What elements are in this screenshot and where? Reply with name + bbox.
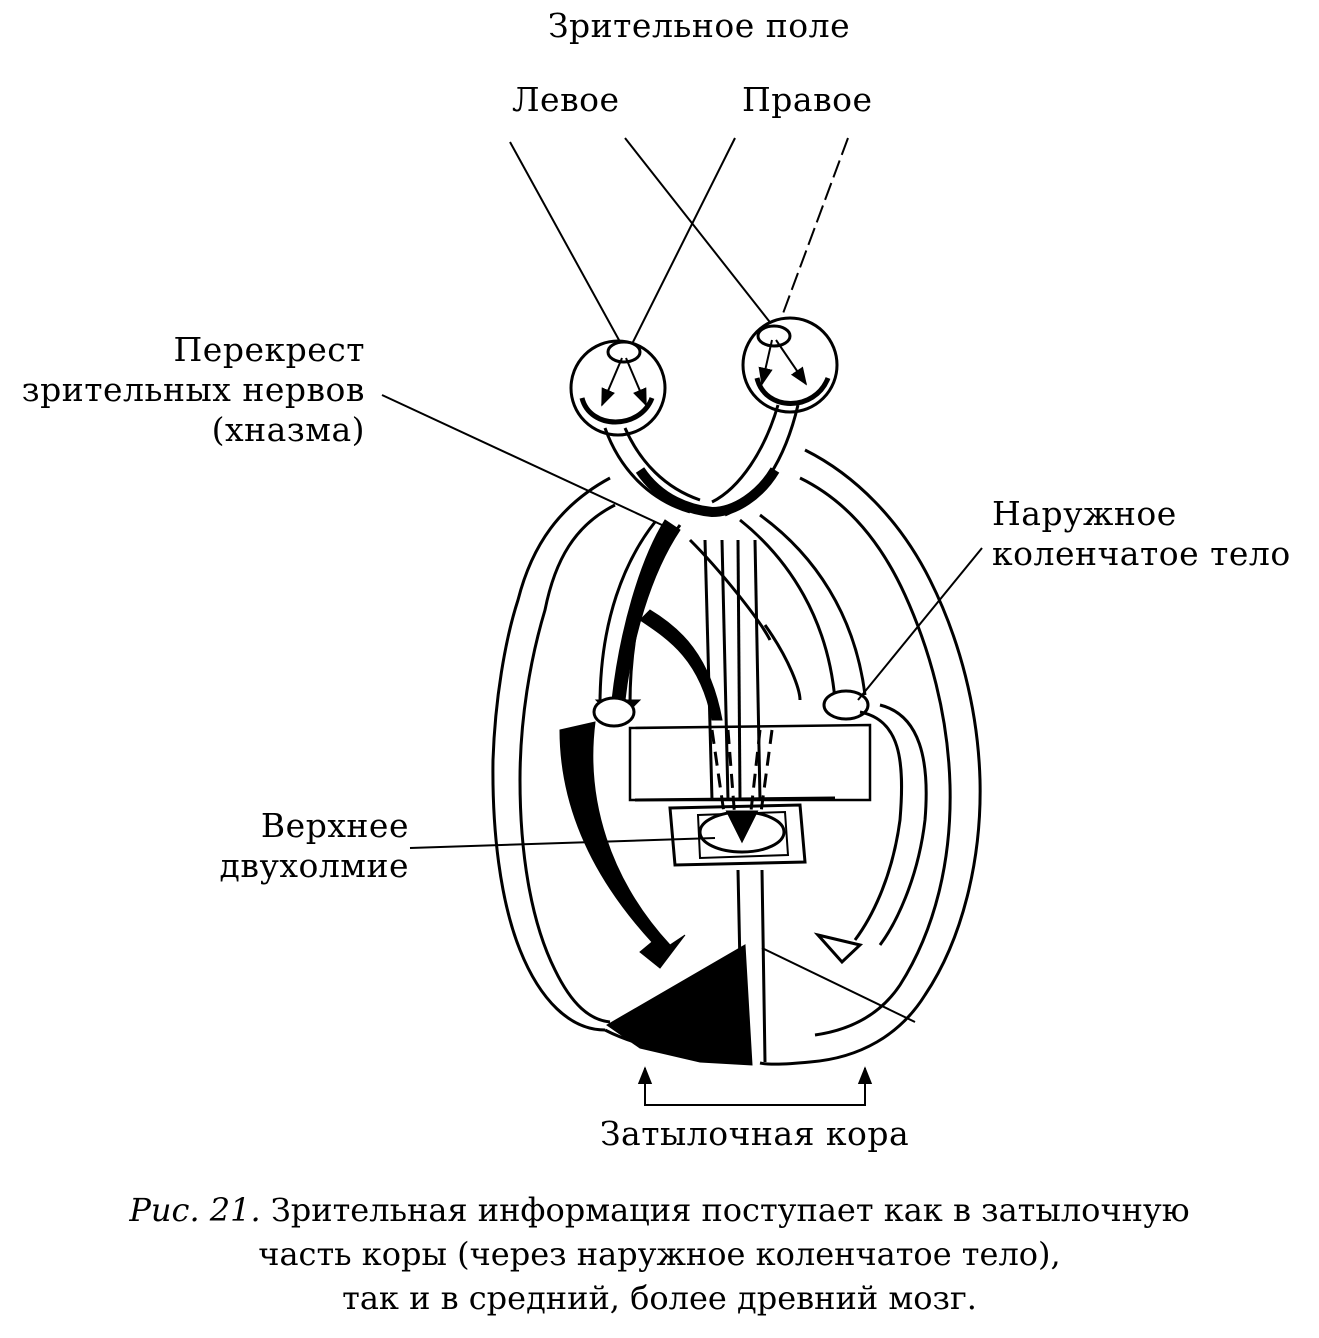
retina-arrows	[601, 339, 808, 407]
eyes	[569, 316, 839, 437]
colliculus-dashed	[710, 729, 774, 821]
chiasm-dark-band	[635, 467, 780, 518]
lgn-leader	[857, 547, 983, 701]
ray-left-to-left-eye	[509, 141, 631, 361]
optic-tracts	[598, 513, 867, 801]
ray-left-to-right-eye	[624, 137, 781, 336]
left-lgn	[592, 696, 636, 728]
occipital-cortex-label: Затылочная кора	[600, 1114, 910, 1153]
left-hemisphere-inner	[518, 503, 616, 1024]
chiasm-label-line2: зрительных нервов	[21, 370, 365, 409]
optic-nerves	[603, 404, 800, 518]
occipital-arrowheads	[637, 1066, 873, 1090]
visual-field-title: Зрительное поле	[548, 6, 851, 45]
figure-caption: Рис. 21. Зрительная информация поступает…	[40, 1188, 1279, 1320]
left-lens	[606, 340, 642, 364]
right-radiation	[813, 703, 928, 965]
dark-tract-to-left-lgn	[611, 519, 681, 701]
left-field-label: Левое	[512, 80, 620, 119]
colliculus-label-line1: Верхнее	[260, 806, 409, 845]
lgn	[592, 689, 870, 728]
colliculus-leader	[409, 837, 716, 849]
lgn-label-line1: Наружное	[992, 494, 1177, 533]
superior-colliculus	[698, 810, 786, 854]
caption-line-3: так и в средний, более древний мозг.	[342, 1279, 977, 1317]
ray-right-to-left-eye	[624, 137, 736, 359]
caption-line-1-text: Зрительная информация поступает как в за…	[260, 1191, 1190, 1229]
lgn-label-line2: коленчатое тело	[992, 534, 1291, 573]
right-hemisphere-outer	[759, 448, 982, 1066]
ray-right-to-right-eye	[774, 137, 849, 336]
chiasm-label-line1: Перекрест	[173, 330, 365, 369]
right-hemisphere-inner	[799, 476, 952, 1037]
figure-number: Рис. 21.	[129, 1191, 261, 1229]
right-field-label: Правое	[742, 80, 873, 119]
colliculus-label-line2: двухолмие	[219, 846, 409, 885]
dark-radiation-to-cortex	[559, 721, 686, 969]
left-occipital-dark	[606, 944, 753, 1066]
light-rays	[509, 137, 849, 361]
caption-line-1: Рис. 21. Зрительная информация поступает…	[40, 1188, 1279, 1232]
right-lens	[756, 324, 792, 348]
retinas	[579, 376, 831, 425]
chiasm-label-line3: (хназма)	[211, 410, 365, 449]
chiasm-leader	[381, 394, 663, 526]
caption-line-2: часть коры (через наружное коленчатое те…	[258, 1235, 1061, 1273]
right-lgn	[822, 689, 870, 721]
dark-tract-to-colliculus	[639, 609, 723, 721]
leader-lines	[381, 394, 983, 849]
